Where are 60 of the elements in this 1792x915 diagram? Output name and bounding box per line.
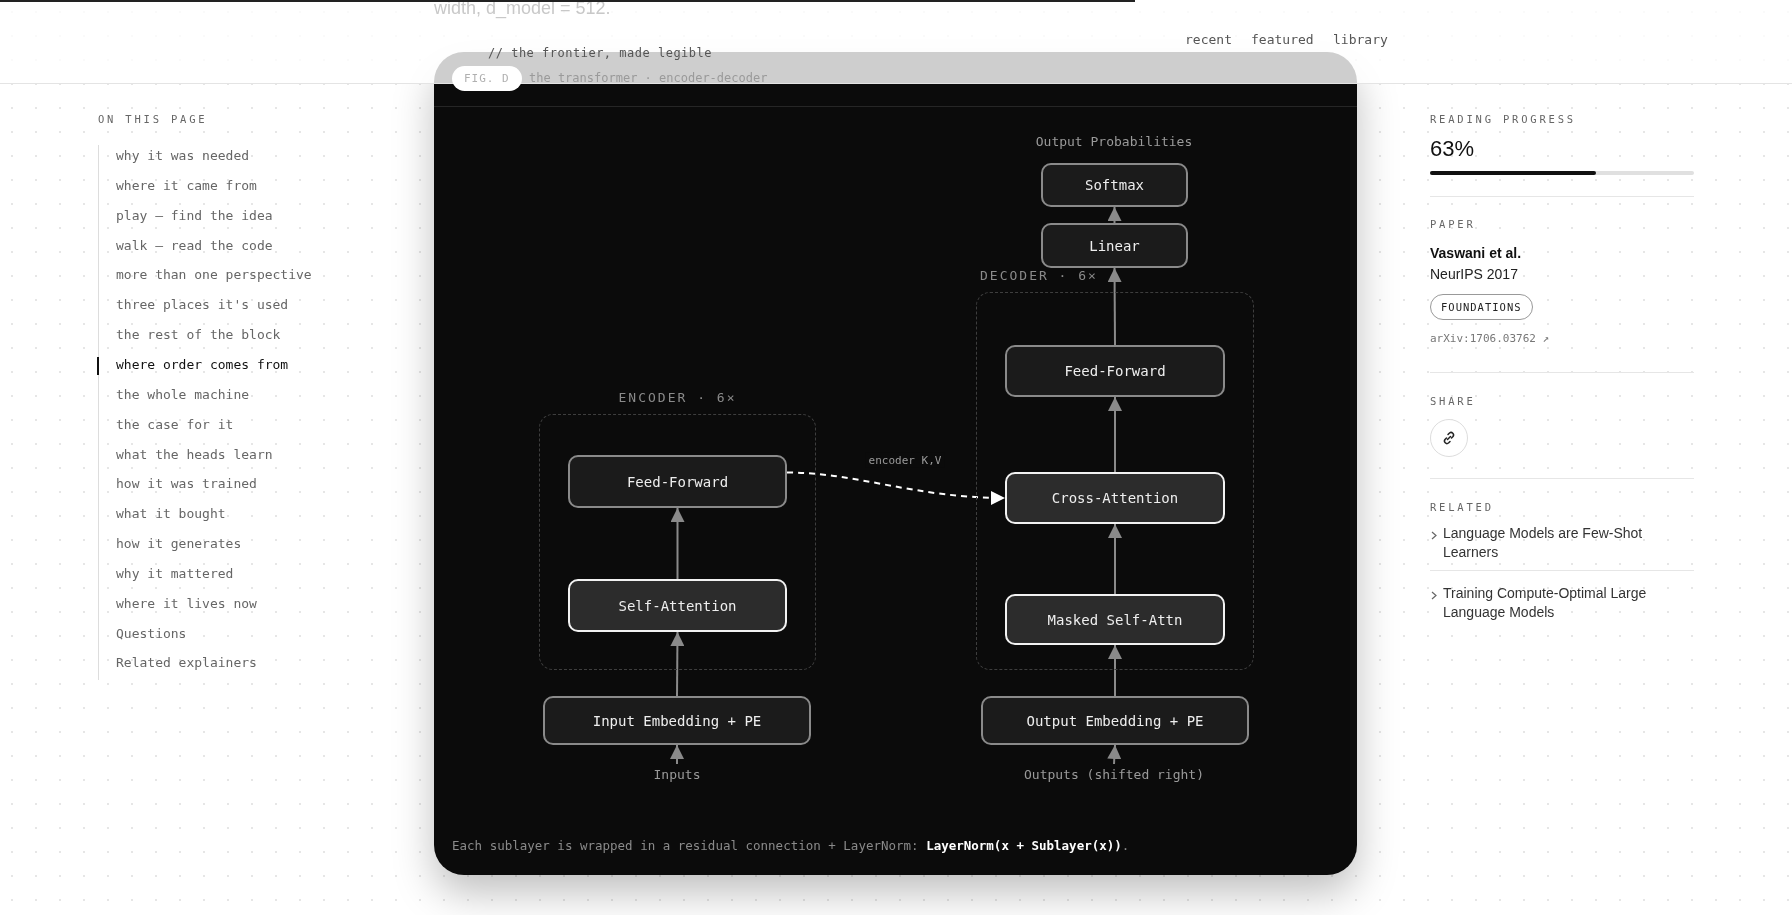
toc-link: how it was trained [116,476,257,492]
paper-link: arXiv:1706.03762 ↗ [1430,332,1550,345]
arrow [1107,206,1122,224]
author-name: Vaswani et al. [1430,245,1522,261]
arrow [1107,267,1122,346]
toc-link: where it came from [116,177,257,193]
dashed-arrow [786,471,1006,505]
process-box: Output Embedding + PE [981,696,1249,745]
arrow [670,507,685,580]
arrow [670,744,684,765]
arrow [1107,744,1122,765]
section-heading: PAPER [1430,218,1476,230]
input-label: Inputs [627,764,727,784]
toc-link: where it lives now [116,595,257,611]
nav-link: recent [1185,32,1232,47]
arrow [1108,644,1122,697]
section-heading: SHARE [1430,395,1476,407]
section-heading: READING PROGRESS [1430,113,1576,125]
process-box: Cross-Attention [1005,472,1225,524]
figure-tag: FIG. D [452,66,522,91]
toc-link: more than one perspective [116,267,312,283]
related-link: Language Models are Few-Shot Learners [1443,524,1644,562]
toc-link: where order comes from [116,356,289,372]
group-heading: DECODER · 6× [980,268,1098,283]
arrow [1108,396,1122,473]
toc-link: play — find the idea [116,207,273,223]
process-box: Feed-Forward [1005,345,1225,397]
toc-link: walk — read the code [116,237,273,253]
nav-link: featured [1251,32,1314,47]
process-box: Self-Attention [568,579,787,632]
nav-link: library [1333,32,1388,47]
related-link: Training Compute-Optimal Large Language Models [1443,584,1648,622]
figure-caption: Each sublayer is wrapped in a residual connection + LayerNorm: LayerNorm(x + Sublayer(x)). [452,838,1130,853]
toc-link: three places it's used [116,297,289,313]
toc-link: Related explainers [116,655,257,671]
toc-link: the rest of the block [116,327,281,343]
group-heading: ENCODER · 6× [618,390,737,405]
output-caption: Output Probabilities [1035,134,1193,149]
toc-link: why it was needed [116,148,250,163]
arrow [1108,523,1122,595]
process-box: Softmax [1041,163,1188,207]
tagline: // the frontier, made legible [488,46,712,60]
toc-link: the whole machine [116,386,250,402]
progress-value: 63% [1430,136,1475,162]
toc-link: the case for it [116,416,234,432]
arrow [670,631,685,697]
category-tag: FOUNDATIONS [1430,294,1533,320]
process-box: Input Embedding + PE [543,696,811,745]
output-label: Outputs (shifted right) [1004,764,1224,784]
toc-link: what the heads learn [116,446,273,462]
toc-link: Questions [116,625,187,641]
process-box: Linear [1041,223,1188,268]
section-heading: RELATED [1430,501,1494,513]
toc-link: what it bought [116,506,226,522]
process-box: Masked Self-Attn [1005,594,1225,645]
toc-link: why it mattered [116,565,234,581]
section-heading: ON THIS PAGE [98,113,208,125]
process-box: Feed-Forward [568,455,787,508]
venue-text: NeurIPS 2017 [1430,266,1518,282]
toc-link: how it generates [116,536,242,552]
